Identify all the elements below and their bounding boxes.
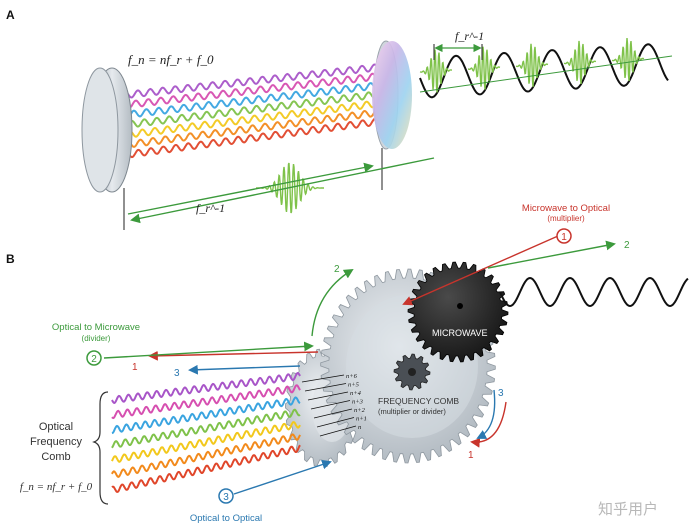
mode-pointer (301, 374, 345, 383)
panel-label-a: A (6, 8, 15, 22)
step-number-3-left: 3 (174, 368, 180, 379)
cavity-beam-line (115, 116, 391, 160)
output-pulse (468, 46, 501, 90)
step-number-1-left: 1 (132, 362, 138, 373)
microwave-wave-line (499, 276, 689, 308)
cavity-beam-line (115, 71, 391, 110)
comb-brace (92, 391, 109, 505)
freq-comb-subtitle: (multiplier or divider) (378, 407, 446, 416)
step-number-3-bottom: 3 (223, 492, 229, 503)
optical-to-microwave-path: 2 2 2 (86, 240, 630, 366)
comb-line (111, 372, 301, 404)
microwave-gear-label: MICROWAVE (432, 328, 488, 338)
mode-index-labels: n+6 n+5n+4 n+3n+2 n+1n (301, 373, 367, 437)
forward-trip-arrow (127, 162, 374, 215)
panel-a: f_r^-1 f_r^-1 f_n = nf_r + f_0 (81, 29, 673, 230)
period-label-bottom: f_r^-1 (196, 201, 225, 215)
output-pulse-train (419, 37, 673, 99)
output-axis (419, 55, 673, 93)
return-trip-arrow (130, 157, 435, 224)
cavity-beam-line (115, 80, 391, 120)
mode-pointer (316, 417, 355, 428)
laser-cavity-beams (115, 62, 391, 160)
output-envelope (419, 43, 669, 99)
multiplier-label: (multiplier) (547, 214, 585, 223)
comb-line (111, 384, 301, 420)
comb-line (111, 421, 301, 463)
comb-title-line-3: Comb (41, 451, 70, 463)
comb-line (111, 444, 301, 493)
gear-hub (408, 368, 416, 376)
cavity-beam-line (115, 62, 391, 100)
microwave-signal (499, 276, 689, 308)
divider-label: (divider) (82, 334, 111, 343)
cavity-beam-line (115, 89, 391, 130)
mode-label: n+4 (350, 390, 362, 397)
step-number-1-top: 1 (561, 232, 567, 243)
panel-label-b: B (6, 252, 15, 266)
comb-equation-a: f_n = nf_r + f_0 (128, 52, 214, 67)
optical-to-optical-path: 3 3 3 (174, 364, 504, 504)
mode-label: n+3 (352, 399, 364, 406)
output-pulse (563, 40, 597, 84)
comb-title-line-2: Frequency (30, 436, 82, 448)
gear-hub (457, 303, 463, 309)
output-pulse (611, 37, 645, 82)
freq-comb-title: FREQUENCY COMB (378, 396, 459, 406)
mode-pointer (304, 383, 347, 392)
step-number-2-top: 2 (334, 264, 340, 275)
comb-title-line-1: Optical (39, 421, 73, 433)
mode-label: n+6 (346, 373, 358, 380)
mode-pointer (307, 391, 349, 401)
period-label-top: f_r^-1 (455, 29, 484, 43)
cavity-mirror (81, 67, 133, 193)
comb-line (111, 433, 301, 478)
comb-line (111, 408, 301, 449)
mode-pointer (313, 408, 353, 419)
optical-to-microwave-label: Optical to Microwave (52, 322, 140, 333)
mode-pointer (310, 400, 351, 410)
optical-to-optical-label: Optical to Optical (190, 513, 262, 524)
optical-comb-lines (111, 372, 301, 493)
step-number-1-bottom: 1 (468, 450, 474, 461)
microwave-to-optical-label: Microwave to Optical (522, 203, 610, 214)
step-number-3-right: 3 (498, 388, 504, 399)
cavity-beam-line (115, 98, 391, 140)
microwave-to-optical-path: 1 1 1 (132, 228, 572, 461)
cavity-beam-line (115, 106, 390, 150)
step-number-2-right: 2 (624, 240, 630, 251)
output-coupler-lens (372, 40, 412, 150)
repetition-period-bracket (433, 43, 483, 60)
output-pulse (419, 49, 452, 93)
coupling-gear (393, 353, 431, 391)
comb-equation-b: f_n = nf_r + f_0 (20, 481, 93, 493)
step-number-2-left: 2 (91, 354, 97, 365)
mode-label: n+2 (354, 407, 366, 414)
watermark: 知乎用户 (598, 501, 658, 518)
mode-label: n+5 (348, 382, 360, 389)
comb-line (111, 396, 301, 435)
output-pulse (515, 43, 549, 87)
panel-b: n+6 n+5n+4 n+3n+2 n+1n MICROWAVE FREQUENCY … (20, 203, 689, 524)
mode-label: n+1 (356, 416, 367, 423)
mode-pointer (319, 425, 357, 437)
mode-label: n (358, 424, 361, 431)
